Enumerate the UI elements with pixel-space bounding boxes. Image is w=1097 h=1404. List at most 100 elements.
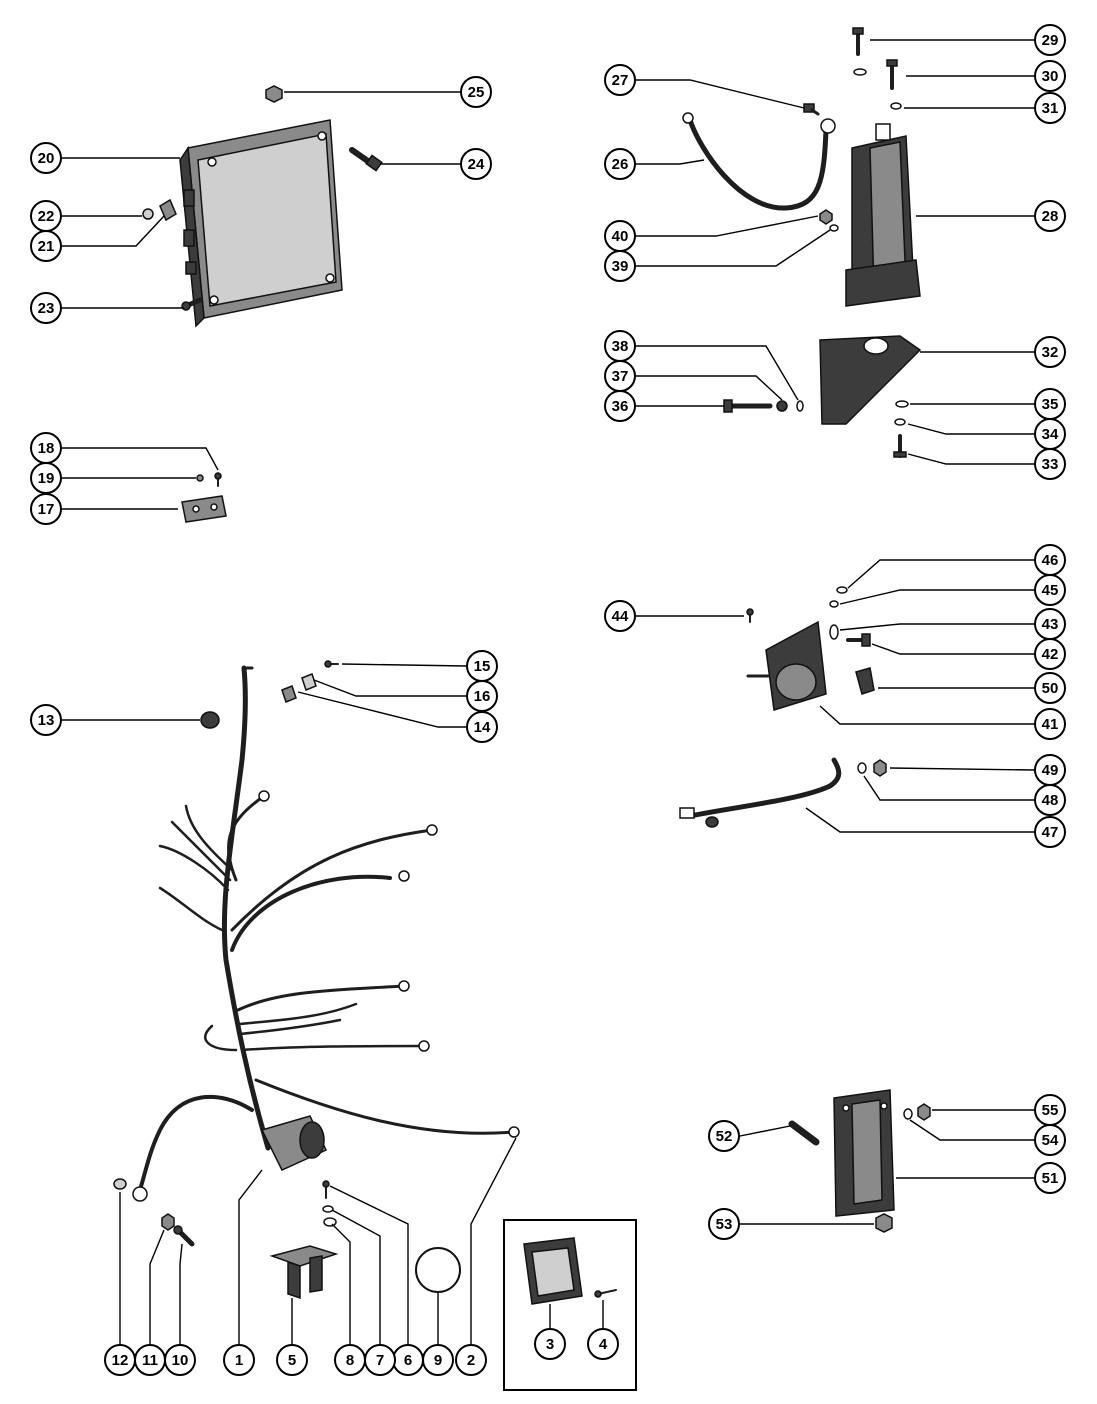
- callout-35: 35: [1034, 388, 1066, 420]
- callout-11: 11: [134, 1344, 166, 1376]
- callout-38: 38: [604, 330, 636, 362]
- part-bolt-33: [893, 434, 907, 458]
- callout-37: 37: [604, 360, 636, 392]
- callout-31: 31: [1034, 92, 1066, 124]
- svg-text:7: 7: [376, 1352, 384, 1369]
- svg-text:32: 32: [1042, 344, 1059, 361]
- callout-30: 30: [1034, 60, 1066, 92]
- callout-32: 32: [1034, 336, 1066, 368]
- callout-16: 16: [466, 680, 498, 712]
- svg-text:26: 26: [612, 156, 629, 173]
- svg-text:17: 17: [38, 501, 55, 518]
- part-washer-34: [894, 418, 906, 426]
- callout-34: 34: [1034, 418, 1066, 450]
- svg-text:33: 33: [1042, 456, 1059, 473]
- svg-text:35: 35: [1042, 396, 1059, 413]
- svg-text:51: 51: [1042, 1170, 1059, 1187]
- svg-text:12: 12: [112, 1352, 129, 1369]
- svg-text:24: 24: [468, 156, 485, 173]
- svg-text:5: 5: [288, 1352, 296, 1369]
- svg-text:47: 47: [1042, 824, 1059, 841]
- part-switch-box: [179, 119, 343, 328]
- part-nut-53: [875, 1213, 893, 1233]
- part-bolt-42: [846, 633, 871, 647]
- svg-text:9: 9: [434, 1352, 442, 1369]
- svg-text:54: 54: [1042, 1132, 1059, 1149]
- svg-text:15: 15: [474, 658, 491, 675]
- part-nut-25: [265, 85, 283, 103]
- svg-text:16: 16: [474, 688, 491, 705]
- callout-25: 25: [460, 76, 492, 108]
- part-screw-24: [349, 147, 383, 172]
- svg-text:43: 43: [1042, 616, 1059, 633]
- svg-text:46: 46: [1042, 552, 1059, 569]
- svg-text:40: 40: [612, 228, 629, 245]
- part-bracket-32: [819, 335, 922, 425]
- svg-text:18: 18: [38, 440, 55, 457]
- part-cable-26: [682, 112, 836, 211]
- callout-26: 26: [604, 148, 636, 180]
- svg-text:44: 44: [612, 608, 629, 625]
- part-washer-46: [836, 586, 848, 594]
- callout-54: 54: [1034, 1124, 1066, 1156]
- svg-text:36: 36: [612, 398, 629, 415]
- svg-text:27: 27: [612, 72, 629, 89]
- part-solenoid-41: [746, 620, 827, 711]
- callout-40: 40: [604, 220, 636, 252]
- part-cable-47: [679, 757, 842, 828]
- svg-text:55: 55: [1042, 1102, 1059, 1119]
- callout-50: 50: [1034, 672, 1066, 704]
- part-nut-40: [819, 209, 833, 225]
- callout-33: 33: [1034, 448, 1066, 480]
- svg-text:3: 3: [546, 1336, 554, 1353]
- callout-36: 36: [604, 390, 636, 422]
- svg-text:22: 22: [38, 208, 55, 225]
- part-bracket-5: [269, 1245, 339, 1300]
- callout-15: 15: [466, 650, 498, 682]
- inset-box: [503, 1219, 637, 1391]
- part-starter-motor: [845, 123, 921, 307]
- part-washer-35: [895, 400, 909, 408]
- part-screw-6: [322, 1180, 330, 1199]
- callout-1: 1: [223, 1344, 255, 1376]
- svg-text:49: 49: [1042, 762, 1059, 779]
- svg-text:25: 25: [468, 84, 485, 101]
- svg-text:1: 1: [235, 1352, 243, 1369]
- callout-28: 28: [1034, 200, 1066, 232]
- callout-39: 39: [604, 250, 636, 282]
- callouts: 1 2 3 4 5 6 7 8 9 10 11 12 13 14 15 16 1…: [30, 24, 1066, 1376]
- part-clip-17: [181, 495, 227, 523]
- part-washer-45: [829, 600, 839, 608]
- callout-23: 23: [30, 292, 62, 324]
- part-nut-11: [161, 1213, 175, 1231]
- part-bolt-29: [852, 27, 864, 56]
- leader-lines: [62, 39, 1035, 1344]
- callout-51: 51: [1034, 1162, 1066, 1194]
- part-screw-4: [594, 1289, 617, 1298]
- callout-48: 48: [1034, 784, 1066, 816]
- callout-13: 13: [30, 704, 62, 736]
- part-washer-54: [903, 1108, 913, 1120]
- callout-49: 49: [1034, 754, 1066, 786]
- part-grommet-13: [200, 711, 220, 729]
- callout-44: 44: [604, 600, 636, 632]
- svg-text:11: 11: [142, 1352, 158, 1369]
- callout-8: 8: [334, 1344, 366, 1376]
- callout-10: 10: [164, 1344, 196, 1376]
- svg-text:19: 19: [38, 470, 55, 487]
- callout-52: 52: [708, 1120, 740, 1152]
- part-plate-21: [159, 198, 177, 222]
- svg-text:4: 4: [599, 1336, 608, 1353]
- part-washer-39: [829, 224, 839, 232]
- svg-text:10: 10: [172, 1352, 189, 1369]
- callout-27: 27: [604, 64, 636, 96]
- part-screw-15: [324, 660, 339, 668]
- svg-text:6: 6: [404, 1352, 412, 1369]
- callout-14: 14: [466, 711, 498, 743]
- part-clip-14: [281, 685, 297, 703]
- callout-3: 3: [534, 1328, 566, 1360]
- callout-12: 12: [104, 1344, 136, 1376]
- part-washer-7: [322, 1205, 334, 1213]
- callout-18: 18: [30, 432, 62, 464]
- svg-text:41: 41: [1042, 716, 1059, 733]
